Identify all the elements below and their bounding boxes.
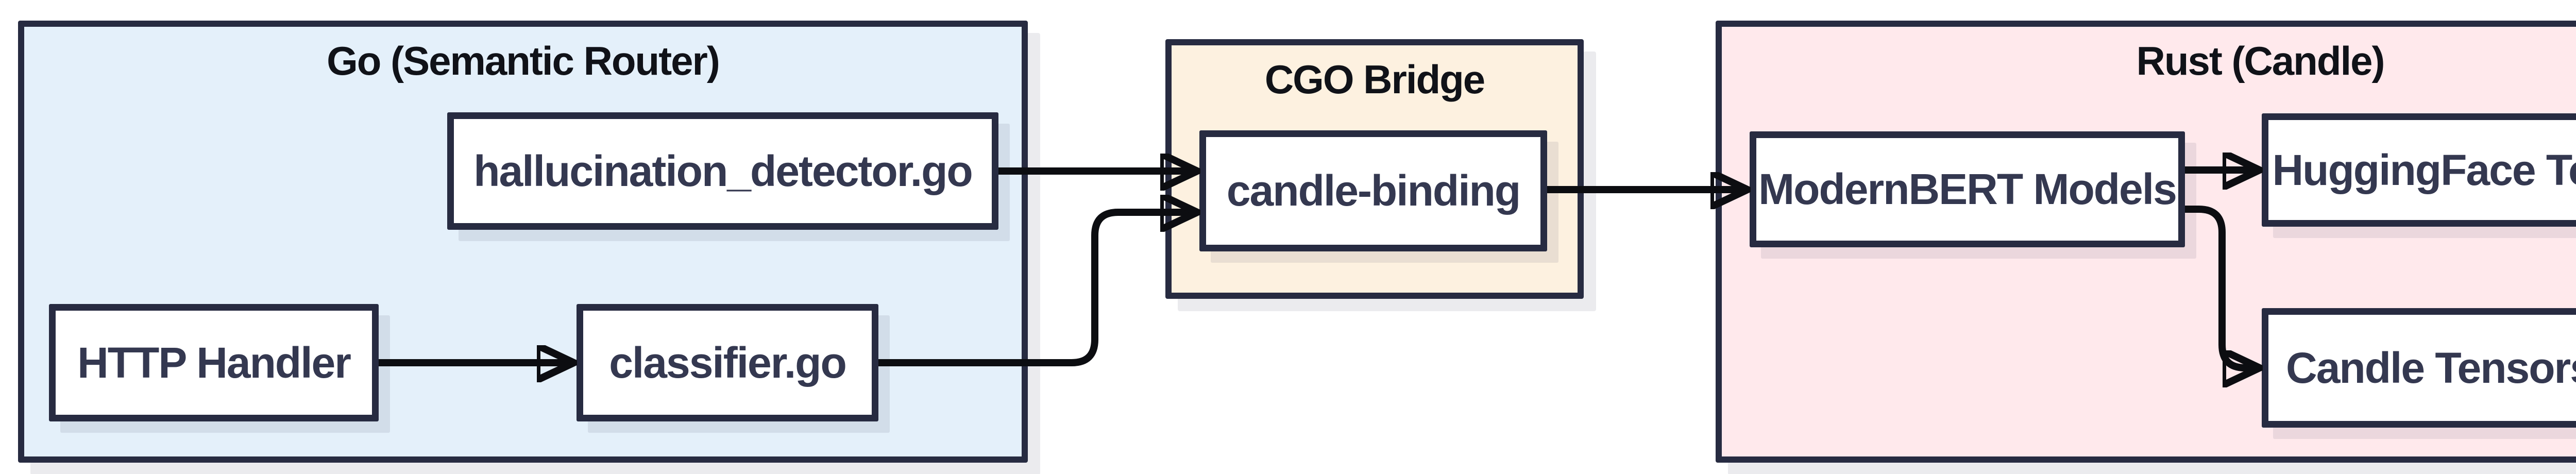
node-candle-tensors-label: Candle Tensors bbox=[2286, 343, 2576, 392]
node-candle-binding-label: candle-binding bbox=[1226, 166, 1521, 215]
node-candle-binding: candle-binding bbox=[1199, 130, 1547, 251]
node-hallucination-detector-go-label: hallucination_detector.go bbox=[473, 146, 973, 195]
node-modernbert-models-label: ModernBERT Models bbox=[1758, 165, 2177, 213]
node-classifier-go: classifier.go bbox=[577, 304, 878, 421]
container-rust-title: Rust (Candle) bbox=[2136, 38, 2385, 83]
node-http-handler-label: HTTP Handler bbox=[77, 338, 351, 387]
container-cgo-title: CGO Bridge bbox=[1264, 57, 1485, 102]
node-huggingface-tokenizers-label: HuggingFace Tokenizers bbox=[2272, 145, 2576, 194]
node-http-handler: HTTP Handler bbox=[49, 304, 379, 421]
node-classifier-go-label: classifier.go bbox=[609, 338, 847, 387]
node-hallucination-detector-go: hallucination_detector.go bbox=[447, 112, 998, 230]
node-modernbert-models: ModernBERT Models bbox=[1750, 131, 2185, 247]
node-huggingface-tokenizers: HuggingFace Tokenizers bbox=[2262, 113, 2576, 227]
container-go-title: Go (Semantic Router) bbox=[327, 38, 720, 83]
node-candle-tensors: Candle Tensors bbox=[2262, 308, 2576, 428]
